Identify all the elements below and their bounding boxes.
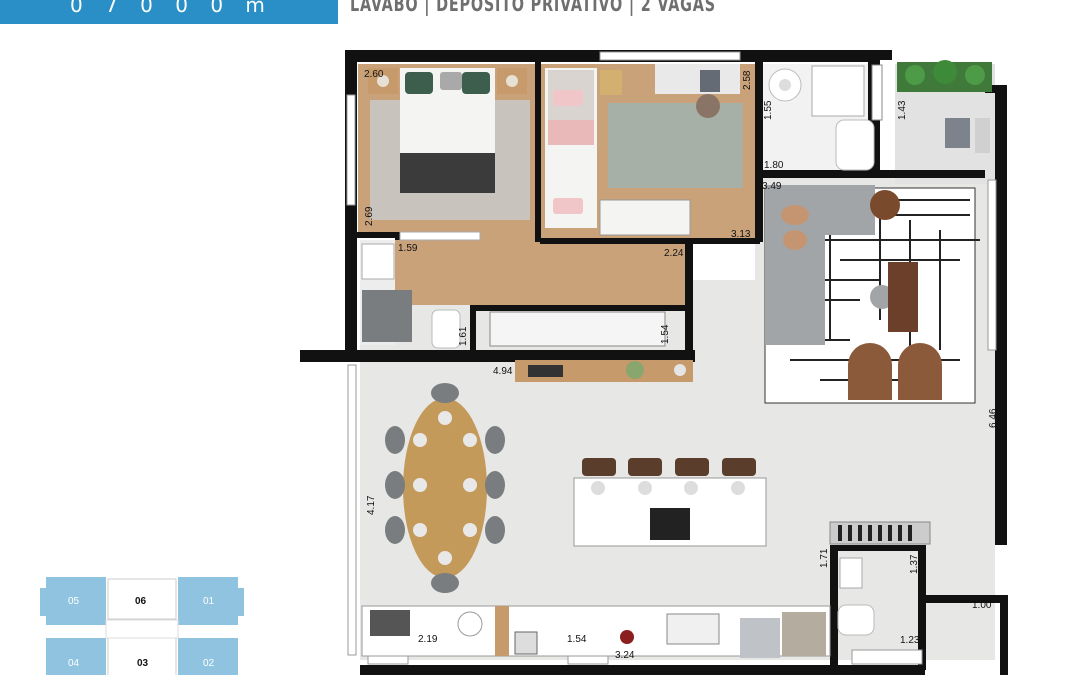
dim-bath-depth: 1.80 xyxy=(764,160,784,171)
lavabo xyxy=(837,557,875,636)
dim-living-width: 3.49 xyxy=(762,181,782,192)
dim-corridor: 2.24 xyxy=(664,248,684,259)
sideboard xyxy=(515,360,693,382)
unit-01: 01 xyxy=(203,596,215,607)
dim-bedroom-width: 2.58 xyxy=(742,70,753,90)
dim-dining-depth: 4.17 xyxy=(366,495,377,515)
dim-bath-width: 1.55 xyxy=(763,100,774,120)
dim-dining-width: 4.94 xyxy=(493,366,513,377)
unit-04: 04 xyxy=(68,658,80,669)
dining-table xyxy=(385,383,505,593)
unit-05: 05 xyxy=(68,596,80,607)
header-badge-text: 0 7 0 0 0 m xyxy=(70,0,273,17)
dim-suite-width: 2.60 xyxy=(364,69,384,80)
dim-lavabo-w: 1.00 xyxy=(972,600,992,611)
dim-laundry-a: 1.71 xyxy=(819,548,830,568)
dim-kitchen-a: 1.54 xyxy=(567,634,587,645)
unit-06: 06 xyxy=(135,596,147,607)
dim-living-depth: 6.46 xyxy=(988,408,999,428)
bath-1 xyxy=(768,64,883,171)
wine-rack xyxy=(829,521,931,545)
unit-02: 02 xyxy=(203,658,215,669)
dim-laundry-b: 1.37 xyxy=(909,554,920,574)
dim-closet: 1.54 xyxy=(660,324,671,344)
dim-terrace-depth: 1.43 xyxy=(897,100,908,120)
kitchen-island xyxy=(573,458,767,547)
header-badge: 0 7 0 0 0 m xyxy=(0,0,338,24)
dim-suite-depth: 2.69 xyxy=(364,206,375,226)
unit-key: 05 06 01 04 03 02 xyxy=(40,577,244,675)
kitchen-counter xyxy=(361,605,831,658)
dim-service-w: 2.19 xyxy=(418,634,438,645)
dim-bath2-width: 1.59 xyxy=(398,243,418,254)
dimension-labels: 2.60 2.69 2.58 3.13 1.55 1.80 1.43 3.49 … xyxy=(364,69,999,661)
bedroom-2 xyxy=(545,64,743,236)
dim-bath2-depth: 1.61 xyxy=(458,326,469,346)
walls xyxy=(300,50,1008,675)
dim-bedroom-depth: 3.13 xyxy=(731,229,751,240)
terrace xyxy=(897,60,992,153)
header-subtitle: LAVABO | DEPÓSITO PRIVATIVO | 2 VAGAS xyxy=(350,0,716,16)
living-room xyxy=(764,185,980,404)
dim-kitchen-b: 3.24 xyxy=(615,650,635,661)
bath-2 xyxy=(361,231,666,349)
unit-03: 03 xyxy=(137,658,149,669)
dim-lavabo-d: 1.23 xyxy=(900,635,920,646)
suite-bedroom xyxy=(368,68,530,220)
